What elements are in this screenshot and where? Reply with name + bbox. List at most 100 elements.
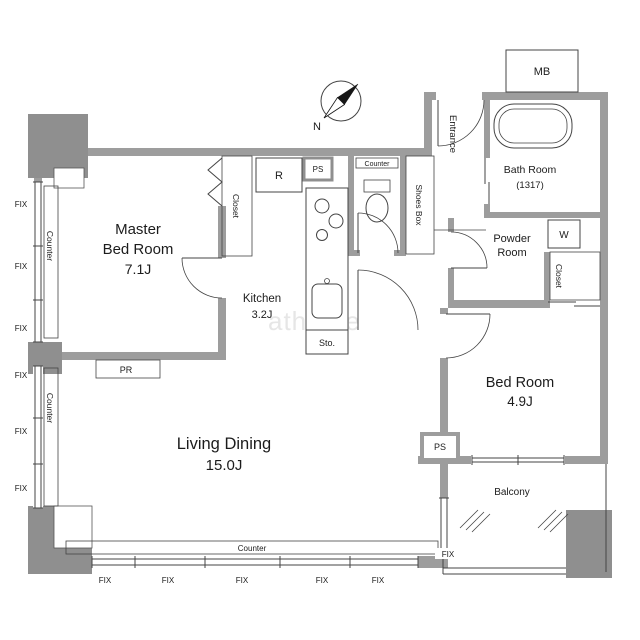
labels: Master Bed Room 7.1J Kitchen 3.2J Living… <box>15 66 570 585</box>
kitchen-size: 3.2J <box>252 309 273 321</box>
living-dining-size: 15.0J <box>206 457 243 474</box>
bathroom-name: Bath Room <box>504 164 557 176</box>
refrigerator-label: R <box>275 170 283 182</box>
master-bedroom-name-line2: Bed Room <box>103 241 174 258</box>
window-gap <box>33 366 43 508</box>
window-living-east <box>439 497 449 557</box>
wall <box>348 250 360 256</box>
bedroom-closet-label: Closet <box>554 264 564 289</box>
fix-label: FIX <box>15 262 28 271</box>
shoes-box-label: Shoes Box <box>414 184 424 226</box>
wall <box>564 456 608 464</box>
bath-sliding-door <box>484 158 490 204</box>
wall <box>424 92 436 100</box>
ps-box-bottom <box>420 432 460 462</box>
wall <box>544 252 550 308</box>
master-bedroom-size: 7.1J <box>125 261 151 277</box>
wall <box>218 298 226 360</box>
entrance-door-arc <box>437 99 485 147</box>
living-counter-strip <box>43 367 59 507</box>
pr-box <box>95 359 161 379</box>
pillar <box>566 510 612 578</box>
fix-label: FIX <box>15 427 28 436</box>
mb-box <box>505 49 579 93</box>
window-bedroom-south <box>471 455 565 465</box>
bedroom-size: 4.9J <box>507 394 533 409</box>
fix-label: FIX <box>316 576 329 585</box>
compass: N <box>313 80 362 133</box>
living-dining-name: Living Dining <box>177 435 271 453</box>
closet-sliding-door <box>548 301 600 307</box>
door-gap <box>483 158 491 204</box>
toilet-door-arc <box>357 212 399 254</box>
window-gap <box>92 555 418 569</box>
balcony-name: Balcony <box>494 487 530 498</box>
wall <box>484 92 490 158</box>
living-door-arc <box>357 269 419 331</box>
fix-label: FIX <box>99 576 112 585</box>
windows <box>33 158 565 569</box>
toilet-bowl-icon <box>365 193 389 223</box>
pr-label: PR <box>120 365 133 375</box>
bedroom-name: Bed Room <box>486 375 555 391</box>
fix-label: FIX <box>15 324 28 333</box>
entrance-name: Entrance <box>447 115 458 153</box>
pillars <box>28 114 612 578</box>
balcony-rail <box>442 464 607 575</box>
window-master-left <box>33 181 43 343</box>
wall <box>484 204 490 218</box>
storage-box <box>305 329 349 355</box>
refrigerator-box <box>255 157 303 193</box>
wall <box>348 156 354 256</box>
stove-burner-icon <box>314 198 330 214</box>
fix-label: FIX <box>162 576 175 585</box>
kitchen-counter <box>305 187 349 331</box>
master-bedroom-name-line1: Master <box>115 221 161 238</box>
wall <box>448 300 548 308</box>
ps-bottom-label: PS <box>434 442 446 452</box>
bedroom-closet-box <box>549 251 601 301</box>
window-gap <box>33 182 43 342</box>
fix-label: FIX <box>15 371 28 380</box>
wall <box>448 268 454 308</box>
wall <box>30 148 430 156</box>
wall <box>400 156 406 256</box>
master-door-arc <box>181 257 223 299</box>
wall <box>482 92 608 100</box>
kitchen-closet-label: Closet <box>231 194 241 219</box>
window-living-left <box>33 365 43 509</box>
north-arrow-light <box>323 96 346 119</box>
mb-label: MB <box>534 66 551 78</box>
bedroom-door-arc <box>445 313 491 359</box>
window-gap <box>439 498 449 556</box>
south-counter-strip <box>65 540 439 555</box>
sink-icon <box>311 283 343 319</box>
kitchen-closet-box <box>221 155 253 257</box>
window-living-south <box>91 556 419 568</box>
fix-label: FIX <box>236 576 249 585</box>
living-counter-label: Counter <box>45 393 55 423</box>
shoes-box <box>405 155 435 255</box>
toilet-counter-label: Counter <box>365 161 391 168</box>
shaft-niche <box>53 505 93 549</box>
bathtub-icon <box>493 103 573 149</box>
fixtures-group <box>43 49 607 575</box>
stove-burner-icon <box>328 213 344 229</box>
faucet-icon <box>324 278 330 284</box>
north-label: N <box>313 121 321 133</box>
powder-room-name-line2: Room <box>497 247 526 259</box>
doors <box>181 99 600 359</box>
master-counter-strip <box>43 185 59 339</box>
wall <box>600 92 608 464</box>
wall <box>394 250 406 256</box>
compass-circle <box>320 80 362 122</box>
balcony-drain-hatch <box>459 509 569 533</box>
pillar <box>28 114 88 178</box>
kitchen-name: Kitchen <box>243 293 281 305</box>
south-counter-label: Counter <box>238 544 267 553</box>
bathtub-icon-inner <box>498 108 568 144</box>
powder-door-arc <box>450 231 488 269</box>
ps-box-top <box>302 156 334 182</box>
wall <box>440 308 448 314</box>
fix-label: FIX <box>442 550 455 559</box>
